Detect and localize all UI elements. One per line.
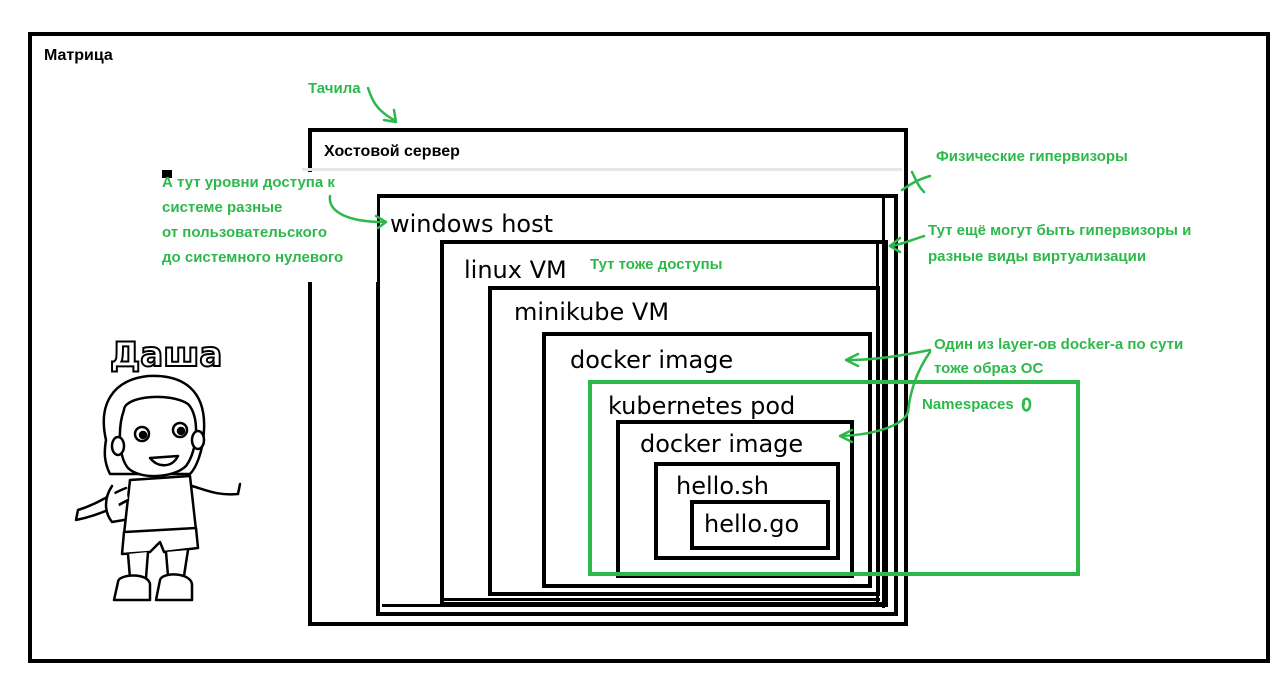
minikube-vm-label: minikube VM (514, 298, 670, 326)
physical-hypervisors-annotation: Физические гипервизоры (936, 148, 1128, 165)
matrix-label: Матрица (44, 47, 113, 64)
access-levels-line-3: от пользовательского (162, 224, 327, 241)
access-levels-line-4: до системного нулевого (162, 249, 344, 266)
access-levels-line-2: системе разные (162, 199, 283, 216)
character-name: Даша (109, 335, 223, 375)
docker-image-outer-label: docker image (570, 346, 734, 374)
namespaces-box (588, 380, 1080, 576)
linux-vm-label: linux VM (464, 256, 567, 284)
docker-layer-line-1: Один из layer-ов docker-а по сути (934, 336, 1184, 353)
linux-vm-box (440, 240, 888, 606)
stack-line (882, 198, 885, 608)
kubernetes-pod-label: kubernetes pod (608, 392, 796, 420)
hello-sh-label: hello.sh (676, 472, 769, 500)
access-too-annotation: Тут тоже доступы (590, 256, 723, 273)
access-levels-line-1: А тут уровни доступа к (162, 174, 335, 191)
annotation-arrows (328, 86, 1032, 444)
namespaces-annotation: Namespaces (922, 396, 1014, 413)
hello-go-box (690, 500, 830, 550)
docker-image-outer-box (542, 332, 872, 588)
docker-layer-line-2: тоже образ ОС (934, 360, 1044, 377)
more-hypervisors-line-1: Тут ещё могут быть гипервизоры и (928, 222, 1192, 239)
matrix-frame (28, 32, 1270, 663)
stack-line (440, 598, 880, 601)
hello-go-label: hello.go (704, 510, 800, 538)
windows-host-label: windows host (390, 210, 553, 238)
faint-line (302, 168, 902, 171)
character-illustration (74, 374, 242, 602)
minikube-vm-box (488, 286, 880, 596)
tachila-annotation: Тачила (308, 80, 361, 97)
hello-sh-box (654, 462, 840, 560)
docker-image-inner-box (616, 420, 854, 578)
more-hypervisors-line-2: разные виды виртуализации (928, 248, 1147, 265)
windows-host-box (376, 194, 898, 616)
access-levels-bg (162, 172, 377, 282)
host-server-frame (308, 128, 908, 626)
corner-mark (162, 170, 172, 178)
docker-image-inner-label: docker image (640, 430, 804, 458)
host-server-label: Хостовой сервер (324, 143, 460, 160)
